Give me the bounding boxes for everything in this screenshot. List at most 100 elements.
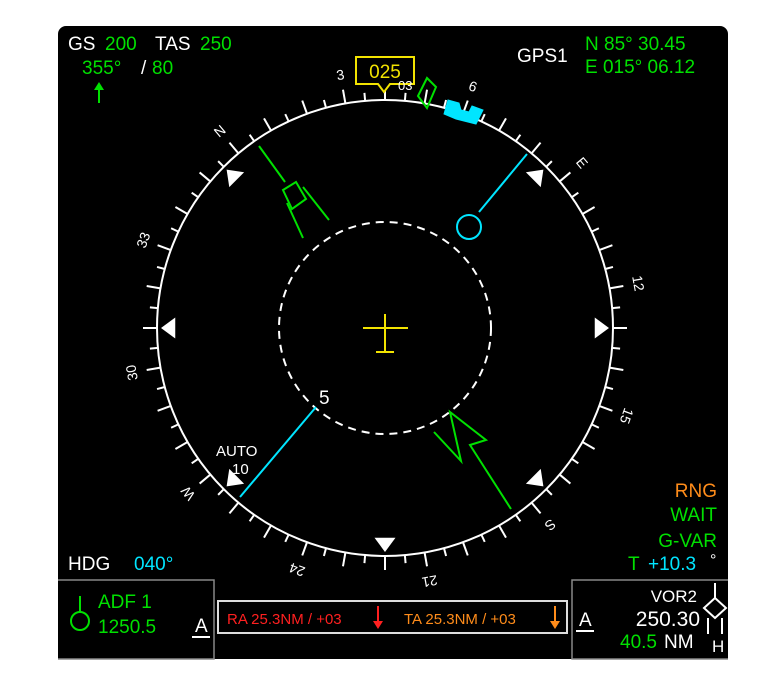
compass-tick [545,160,553,168]
compass-tick [248,514,256,522]
compass-tick [403,92,407,101]
compass-tick [301,541,308,556]
compass-tick [559,171,572,183]
compass-tick [591,423,600,429]
compass-tick [217,488,225,496]
wind-direction: 355° [82,58,121,79]
compass-tick [480,113,486,122]
gvar-value: +10.3 [648,554,696,575]
selected-heading-value: 025 [369,62,401,83]
adf-name: ADF 1 [98,592,152,613]
reference-triangle-icon [525,468,544,487]
traffic-panel: RA 25.3NM / +03 TA 25.3NM / +03 [217,600,568,634]
compass-label: 24 [287,560,307,580]
heading-label: HDG [68,554,110,575]
compass-tick [341,89,347,104]
compass-tick [284,534,290,543]
wind-speed: 80 [152,58,173,79]
compass-tick [571,191,579,199]
compass-tick [530,141,542,154]
compass-tick [146,366,161,372]
compass-tick [157,405,172,412]
tas-value: 250 [200,34,232,55]
range-mode: AUTO [216,443,257,460]
compass-tick [581,206,596,215]
compass-tick [545,488,553,496]
heading-bug-icon[interactable] [443,99,484,125]
compass-tick [149,306,158,310]
compass-tick [157,244,172,251]
compass-tick [443,99,448,109]
adf-panel: ADF 1 1250.5 A [58,579,215,660]
compass-tick [198,473,211,485]
compass-tick [514,514,522,522]
compass-tick [609,284,624,290]
adf-mode[interactable]: A [195,616,208,637]
compass-tick [591,227,600,233]
compass-tick [612,306,621,310]
compass-tick [156,265,166,270]
aircraft-symbol-icon [363,314,408,353]
compass-label: 33 [133,230,153,250]
adf-frequency: 1250.5 [98,617,156,638]
track-diamond-icon [416,76,438,110]
compass-tick [322,547,327,557]
compass-tick [598,405,613,412]
adf-bearing-pointer-head [258,145,330,239]
compass-tick [612,346,621,350]
compass-tick [498,524,507,539]
compass-tick [228,141,240,154]
wind-arrow-icon [94,82,104,103]
compass-tick [341,552,347,567]
compass-tick [263,524,272,539]
reference-triangle-icon [226,468,245,487]
ta-down-arrow-icon [550,606,560,629]
compass-tick [228,502,240,515]
compass-tick [403,555,407,564]
reference-triangle-icon [525,169,544,188]
tas-label: TAS [155,34,191,55]
reference-triangle-icon [161,317,176,339]
gvar-prefix: T [628,554,640,575]
compass-tick [480,534,486,543]
compass-tick [170,423,179,429]
compass-tick [363,92,367,101]
vor-mode[interactable]: A [579,610,592,631]
reference-triangle-icon [374,537,396,552]
position-longitude: E 015° 06.12 [585,57,695,78]
compass-tick [174,441,189,450]
range-status: RNG [675,481,717,502]
compass-tick [248,134,256,142]
compass-label: 30 [122,363,140,381]
compass-tick [514,134,522,142]
vor-name: VOR2 [651,587,697,606]
compass-tick [284,113,290,122]
vor-frequency: 250.30 [636,608,700,631]
compass-tick [462,541,469,556]
wind-separator: / [141,58,147,79]
compass-tick [559,473,572,485]
compass-tick [443,547,448,557]
traffic-ra: RA 25.3NM / +03 [227,611,342,628]
range-outer-label: 10 [232,461,249,478]
compass-label: 21 [420,572,438,590]
adf-pointer-icon [70,596,90,631]
compass-tick [263,117,272,132]
heading-bug-label: 03 [398,78,412,93]
compass-tick [581,441,596,450]
compass-tick [498,117,507,132]
reference-triangle-icon [226,169,245,188]
vor-pointer-icon [702,583,728,634]
reference-triangle-icon [594,317,609,339]
compass-label: 12 [629,274,647,292]
vor-bearing-pointer [239,153,528,498]
selected-heading-box[interactable]: 025 [355,56,415,94]
compass-tick [301,100,308,115]
gvar-label: G-VAR [658,531,717,552]
range-inner-label: 5 [319,388,330,409]
compass-tick [198,171,211,183]
compass-label: 15 [617,406,637,426]
wait-status: WAIT [670,505,717,526]
